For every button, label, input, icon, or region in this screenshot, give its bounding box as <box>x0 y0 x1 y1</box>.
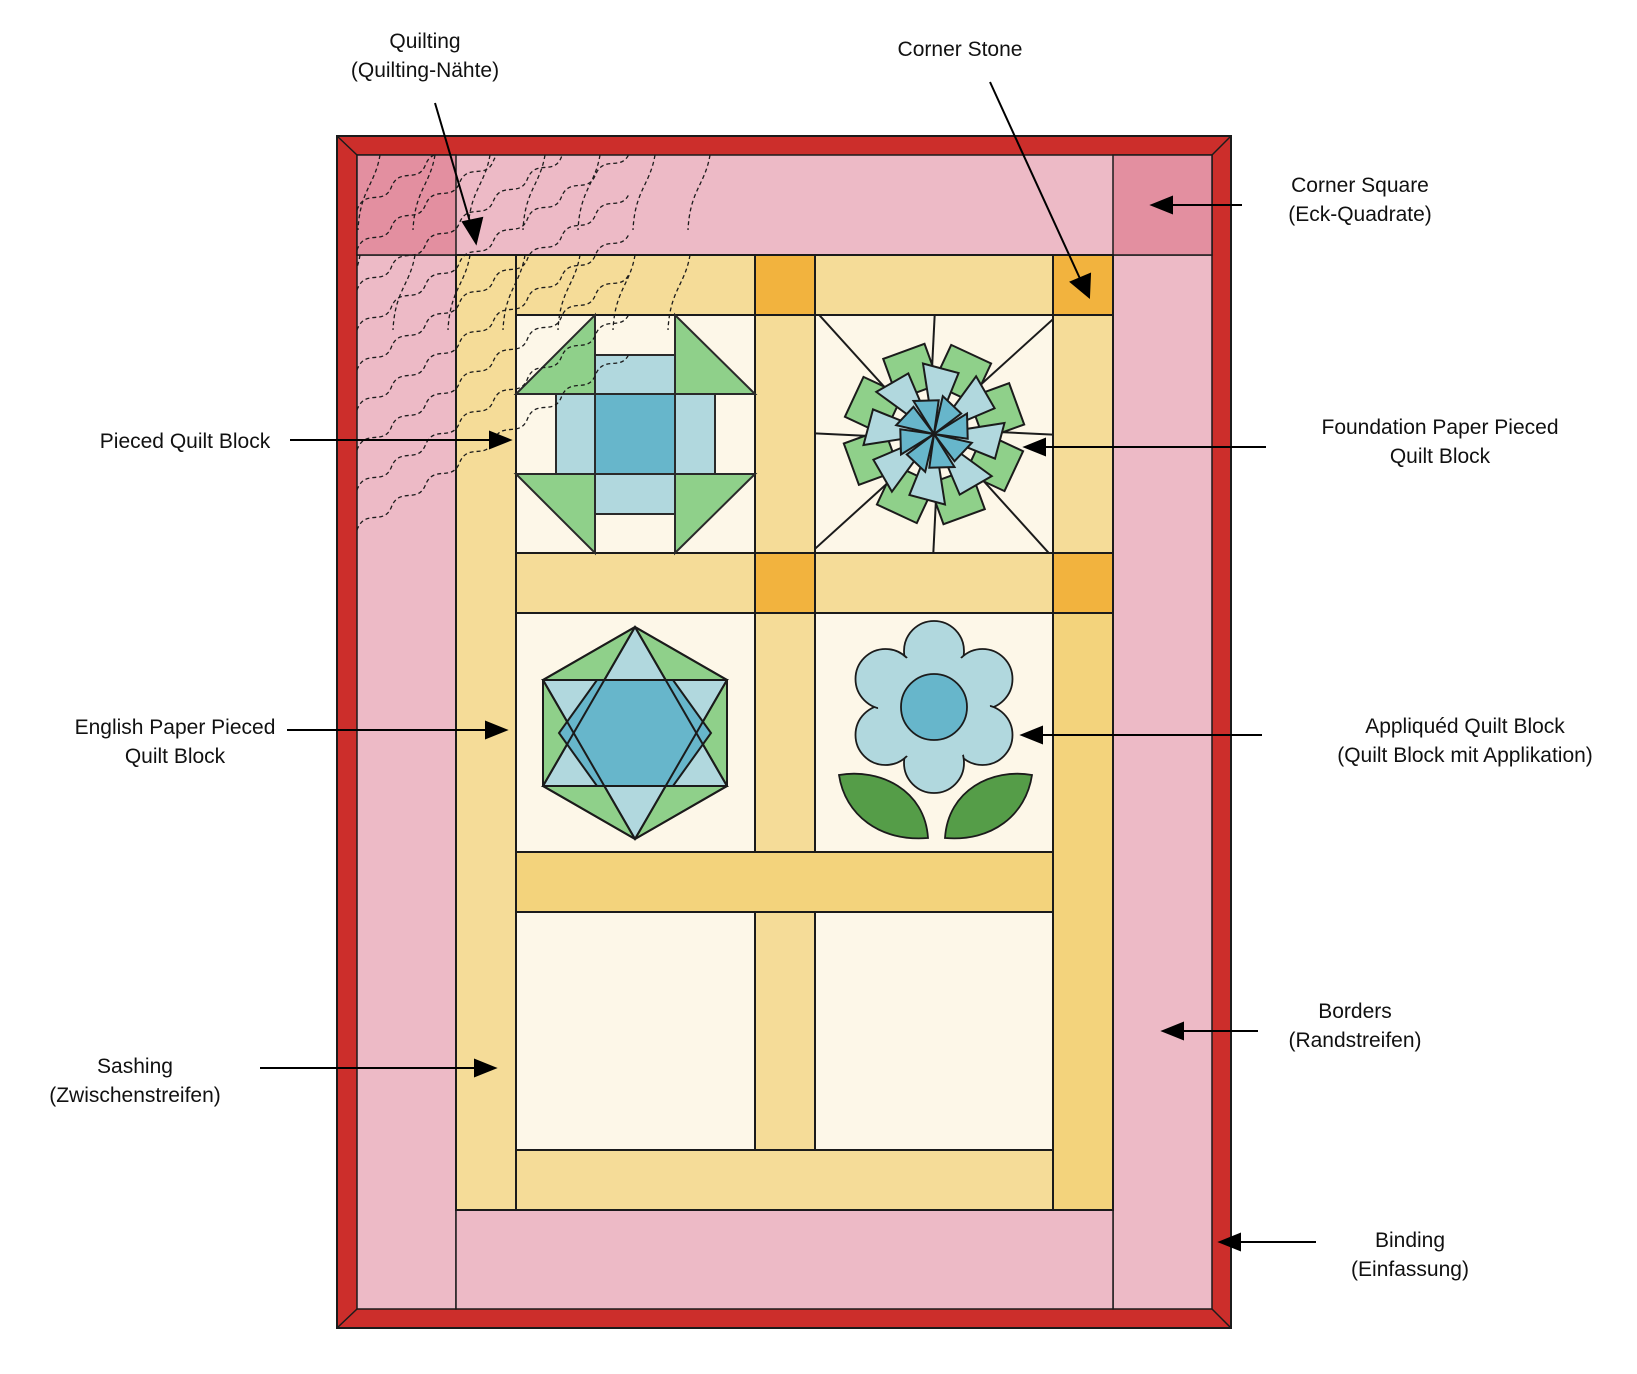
fpp-seam-line <box>982 479 1051 553</box>
border-right <box>1112 254 1213 1310</box>
arrow-corner-stone <box>989 81 1092 300</box>
fpp-seam-line <box>815 432 867 437</box>
label-binding-line2: (Einfassung) <box>1351 1258 1469 1281</box>
label-borders-line2: (Randstreifen) <box>1288 1029 1422 1052</box>
sashing-mid-vertical-3 <box>754 911 816 1151</box>
border-left <box>356 254 457 1310</box>
fpp-blue-piece <box>911 399 940 437</box>
label-binding-line1: Binding <box>1374 1229 1446 1252</box>
quilting-stitch-line <box>392 155 436 331</box>
fpp-blue-piece <box>899 428 937 457</box>
arrow-fpp-block <box>1022 437 1266 457</box>
fpp-seam-line <box>817 315 886 389</box>
label-borders: Borders (Randstreifen) <box>1255 997 1455 1055</box>
label-quilting-line1: Quilting <box>389 30 461 53</box>
label-quilting: Quilting (Quilting-Nähte) <box>325 27 525 85</box>
fpp-seam-line <box>931 315 936 367</box>
fpp-blue-piece <box>894 405 937 436</box>
arrow-epp-block <box>287 720 509 740</box>
quilting-stitch-line <box>357 193 630 371</box>
fpp-blue-piece <box>931 432 974 463</box>
quilting-stitch-line <box>357 155 630 331</box>
sashing-mid-right <box>814 552 1054 614</box>
label-binding: Binding (Einfassung) <box>1310 1226 1510 1284</box>
english-paper-pieced-block <box>541 625 729 841</box>
corner-stone-4 <box>1052 552 1114 614</box>
sashing-mid-left <box>515 552 756 614</box>
sashing-mid-vertical-1 <box>754 314 816 554</box>
pieced-quilt-block <box>513 312 758 556</box>
quilting-stitch-line <box>357 353 630 531</box>
arrow-corner-square <box>1149 195 1242 215</box>
label-epp-block-line1: English Paper Pieced <box>74 716 276 739</box>
leader-lines <box>260 81 1316 1252</box>
label-fpp-block: Foundation Paper Pieced Quilt Block <box>1295 413 1585 471</box>
arrow-sashing <box>260 1058 498 1078</box>
quilting-stitch-line <box>667 155 711 331</box>
sashing-mid-vertical-2 <box>754 612 816 853</box>
leaf-left <box>837 772 929 840</box>
block-cell-6 <box>814 911 1054 1151</box>
fpp-seam-line <box>1001 431 1053 436</box>
label-corner-stone: Corner Stone <box>860 35 1060 64</box>
quilting-stitch-line <box>612 155 656 331</box>
label-sashing: Sashing (Zwischenstreifen) <box>30 1052 240 1110</box>
corner-square-top-left <box>356 154 457 256</box>
fpp-blue-piece <box>905 431 936 474</box>
sashing-bottom <box>515 1149 1054 1211</box>
label-quilting-line2: (Quilting-Nähte) <box>350 59 500 82</box>
label-fpp-block-line2: Quilt Block <box>1389 445 1491 468</box>
quilting-stitch-line <box>357 155 498 251</box>
label-pieced-block-line1: Pieced Quilt Block <box>99 430 271 453</box>
quilting-stitches <box>357 155 711 531</box>
label-applique-block-line2: (Quilt Block mit Applikation) <box>1337 744 1593 767</box>
label-sashing-line1: Sashing <box>97 1055 173 1078</box>
arrow-pieced-block <box>290 430 513 450</box>
label-applique-block-line1: Appliquéd Quilt Block <box>1365 715 1565 738</box>
label-pieced-block: Pieced Quilt Block <box>70 427 300 456</box>
fpp-seam-line <box>815 482 889 551</box>
flower-center <box>900 673 968 741</box>
border-bottom <box>455 1209 1114 1310</box>
applique-quilt-block <box>837 620 1034 840</box>
arrow-applique-block <box>1019 725 1262 745</box>
fpp-blue-piece <box>932 394 963 437</box>
corner-stone-3 <box>754 552 816 614</box>
label-corner-square: Corner Square (Eck-Quadrate) <box>1260 171 1460 229</box>
arrow-binding <box>1217 1232 1316 1252</box>
corner-stone-1 <box>754 254 816 316</box>
block-cell-5 <box>515 911 756 1151</box>
quilting-stitch-line <box>357 155 564 291</box>
fpp-seam-line <box>932 501 937 553</box>
label-corner-square-line2: (Eck-Quadrate) <box>1288 203 1432 226</box>
sashing-right-top <box>1052 314 1114 554</box>
quilting-stitch-line <box>357 233 630 411</box>
leaf-right <box>944 772 1034 840</box>
sashing-right-lower <box>1052 612 1114 1211</box>
label-epp-block-line2: Quilt Block <box>124 745 226 768</box>
fpp-seam-line <box>979 317 1053 386</box>
quilting-stitch-line <box>502 155 546 331</box>
sashing-top-right <box>814 254 1054 316</box>
sashing-top-left <box>515 254 756 316</box>
label-applique-block: Appliquéd Quilt Block (Quilt Block mit A… <box>1305 712 1625 770</box>
quilting-stitch-line <box>557 155 601 331</box>
label-epp-block: English Paper Pieced Quilt Block <box>55 713 295 771</box>
quilting-stitch-line <box>357 155 437 211</box>
fpp-blue-piece <box>928 431 957 469</box>
arrow-quilting <box>434 102 484 246</box>
quilting-stitch-line <box>357 155 381 270</box>
foundation-paper-pieced-block <box>815 315 1053 553</box>
fpp-blue-piece <box>931 411 969 440</box>
label-corner-square-line1: Corner Square <box>1291 174 1429 197</box>
label-sashing-line2: (Zwischenstreifen) <box>49 1084 221 1107</box>
label-fpp-block-line1: Foundation Paper Pieced <box>1321 416 1559 439</box>
arrow-borders <box>1160 1021 1258 1041</box>
quilting-stitch-line <box>447 155 491 331</box>
label-corner-stone-line1: Corner Stone <box>897 38 1023 61</box>
sashing-long-horizontal <box>515 851 1054 913</box>
quilting-stitch-line <box>357 313 630 491</box>
label-borders-line1: Borders <box>1318 1000 1392 1023</box>
quilting-stitch-line <box>357 273 630 451</box>
